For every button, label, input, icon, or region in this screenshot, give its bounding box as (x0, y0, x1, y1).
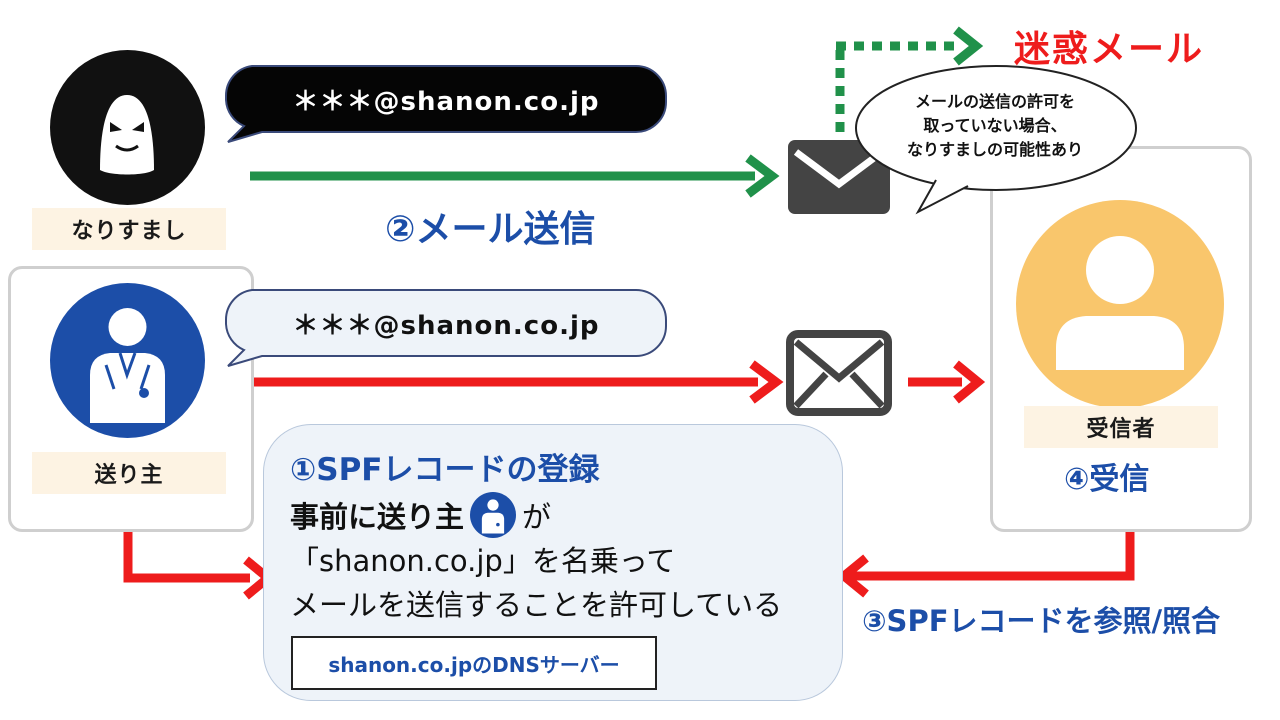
step1-line-2: 「shanon.co.jp」を名乗って (290, 544, 676, 578)
spam-title: 迷惑メール (1014, 29, 1205, 70)
step4-title: ④受信 (1064, 462, 1150, 497)
spam-note-text: メールの送信の許可を 取っていない場合、 なりすましの可能性あり (870, 90, 1120, 162)
spoofer-email: ＊＊＊@shanon.co.jp (292, 86, 600, 117)
spam-note-line-1: メールの送信の許可を (914, 92, 1075, 111)
spam-note-line-3: なりすましの可能性あり (906, 140, 1083, 159)
legit-mail-icon (786, 330, 892, 416)
spoofer-label: なりすまし (32, 208, 226, 250)
spoofer-avatar (50, 50, 205, 205)
step1-title: ①SPFレコードの登録 (290, 452, 600, 488)
spam-note-line-2: 取っていない場合、 (923, 116, 1067, 135)
legit-send-arrow (250, 360, 784, 404)
mail-to-receiver-arrow (908, 360, 986, 404)
step2-title: ②メール送信 (385, 209, 596, 250)
spoof-mail-icon (788, 140, 890, 214)
sender-avatar (50, 283, 205, 438)
spoof-send-arrow (250, 154, 780, 198)
step3-title: ③SPFレコードを参照/照合 (862, 604, 1221, 638)
step1-line-1-suffix: が (522, 500, 552, 534)
sender-bubble-shape (224, 289, 667, 367)
spoofer-bubble-shape (224, 65, 667, 143)
sender-label: 送り主 (32, 452, 226, 494)
step1-line-1: 事前に送り主 が (290, 492, 551, 538)
sender-email: ＊＊＊@shanon.co.jp (292, 310, 600, 341)
spam-note-bubble (855, 65, 1137, 215)
sender-mini-icon (470, 492, 517, 538)
dns-server-label: shanon.co.jpのDNSサーバー (291, 636, 657, 690)
step1-line-1-bold: 事前に送り主 (290, 500, 465, 534)
receiver-avatar (1016, 200, 1224, 408)
step1-line-3: メールを送信することを許可している (290, 588, 783, 622)
spam-route-arrow (835, 26, 984, 132)
receiver-label: 受信者 (1024, 406, 1218, 448)
